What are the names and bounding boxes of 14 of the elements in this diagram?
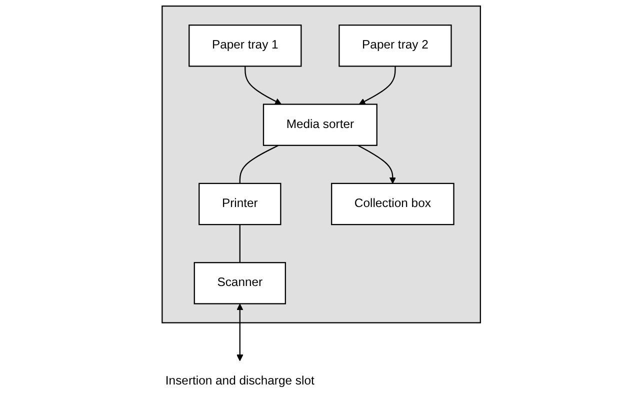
- node-text: Insertion and discharge slot: [165, 374, 314, 388]
- node-box: Paper tray 2: [338, 24, 452, 67]
- node-box: Collection box: [331, 182, 454, 226]
- node-box: Printer: [198, 182, 282, 226]
- arrow: [358, 66, 396, 105]
- cluster: [162, 6, 481, 324]
- arrow: [236, 304, 244, 362]
- connector: [239, 224, 240, 263]
- connector: [239, 144, 279, 184]
- arrow: [358, 144, 396, 184]
- node-box: Paper tray 1: [188, 24, 302, 67]
- arrow: [244, 66, 282, 105]
- node-box: Media sorter: [262, 104, 378, 146]
- node-box: Scanner: [194, 262, 286, 304]
